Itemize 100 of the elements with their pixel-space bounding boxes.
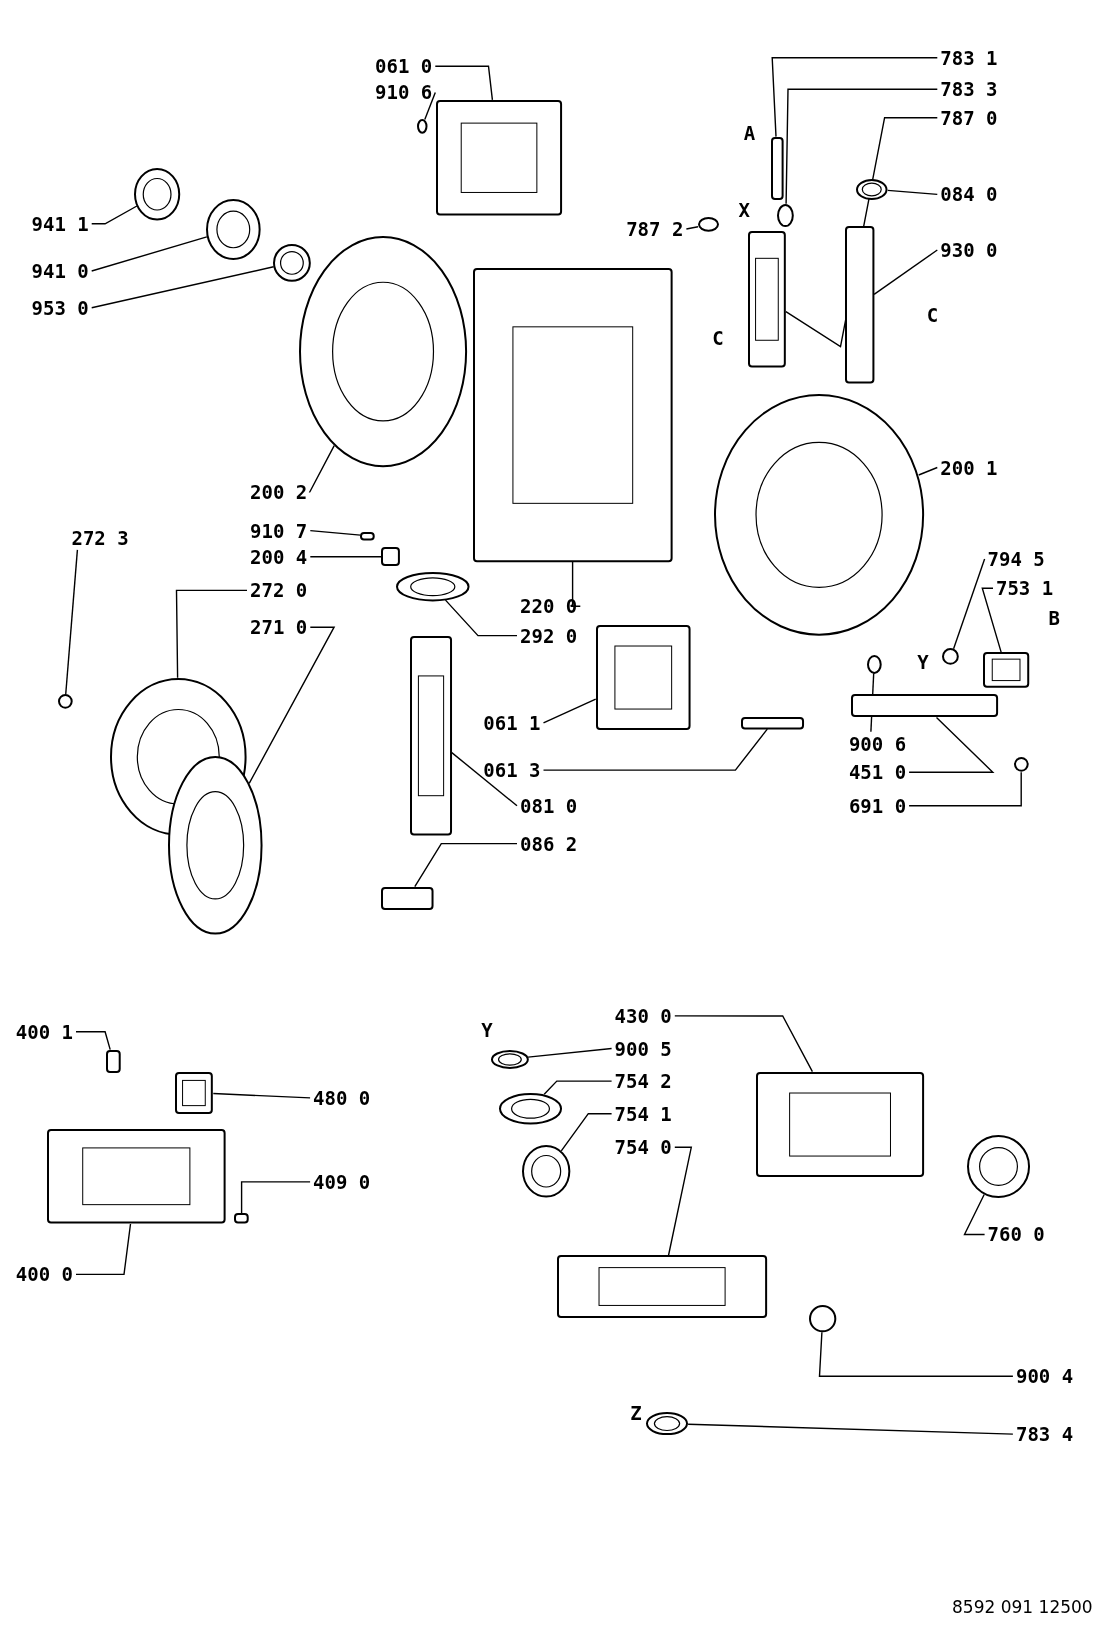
callout-number: 900 5	[614, 1037, 672, 1060]
leader-line	[309, 529, 362, 536]
filter-drawing	[966, 1134, 1030, 1198]
callout-number: 900 6	[848, 732, 907, 755]
callout-number: 754 2	[614, 1070, 672, 1093]
callout-number: 400 1	[15, 1020, 73, 1043]
bracket-drawing	[436, 99, 563, 216]
clip-drawing	[866, 654, 882, 674]
leader-line	[434, 65, 494, 101]
bolt-drawing	[740, 716, 804, 730]
callout-number: 480 0	[313, 1086, 371, 1109]
reference-letter: Y	[481, 1018, 493, 1041]
reference-letter: X	[738, 199, 751, 222]
callout-number: 910 6	[375, 81, 433, 104]
callout-number: 086 2	[520, 832, 578, 855]
callout-number: 753 1	[996, 577, 1054, 600]
leader-line	[542, 698, 597, 724]
ball-drawing	[522, 1145, 571, 1198]
hose-drawing	[556, 1255, 767, 1319]
callout-number: 292 0	[520, 624, 578, 647]
callout-number: 910 7	[250, 519, 308, 542]
ring-drawing	[697, 217, 719, 233]
leader-line	[543, 1080, 613, 1095]
callout-number: 081 0	[520, 794, 578, 817]
leader-line	[873, 249, 938, 296]
clip-drawing	[381, 547, 401, 567]
leader-line	[918, 466, 938, 476]
bracket-drawing	[381, 886, 434, 910]
tub-rear-drawing	[299, 236, 468, 468]
callout-number: 760 0	[987, 1223, 1045, 1246]
elbow-drawing	[856, 178, 888, 200]
pump-drawing	[756, 1071, 925, 1177]
heater-drawing	[851, 694, 999, 718]
callout-number: 409 0	[313, 1170, 371, 1193]
leader-line	[908, 771, 1022, 807]
leader-line	[91, 205, 138, 225]
bellows-drawing	[748, 231, 786, 368]
reference-letter: A	[743, 122, 756, 145]
callout-number: 783 3	[940, 78, 998, 101]
leader-line	[667, 1146, 693, 1257]
gasket-drawing	[396, 571, 470, 601]
leader-line	[91, 266, 275, 309]
leader-line	[424, 91, 436, 121]
drawing-number: 8592 091 12500	[952, 1597, 1093, 1618]
leader-line	[887, 189, 938, 196]
clip-drawing	[234, 1213, 249, 1224]
leader-line	[785, 88, 938, 205]
leader-line	[65, 549, 79, 696]
pin-drawing	[771, 136, 784, 200]
callout-number: 941 0	[31, 260, 89, 283]
reference-letter: B	[1048, 606, 1060, 629]
leader-line	[75, 1223, 132, 1276]
leader-line	[908, 716, 995, 773]
callout-number: 200 1	[940, 456, 998, 479]
screw-drawing	[417, 118, 428, 134]
leader-line	[308, 444, 335, 493]
callout-number: 691 0	[848, 794, 907, 817]
leader-line	[542, 728, 768, 771]
callout-number: 061 0	[375, 55, 433, 78]
leader-line	[451, 751, 518, 807]
seal-drawing	[273, 243, 311, 282]
ring-drawing	[490, 1049, 529, 1069]
callout-number: 451 0	[848, 761, 907, 784]
clamp-drawing	[808, 1304, 837, 1333]
leader-line	[527, 1047, 613, 1058]
plug-drawing	[106, 1049, 121, 1073]
drum-drawing	[472, 267, 673, 563]
belt-drawing	[168, 756, 263, 936]
leader-line	[240, 1181, 311, 1215]
leader-line	[75, 1031, 111, 1051]
callout-number: 794 5	[987, 547, 1045, 570]
leader-line	[674, 1015, 814, 1073]
leader-line	[414, 842, 518, 888]
callout-number: 787 0	[940, 106, 998, 129]
leader-line	[818, 1331, 1014, 1377]
counterweight-drawing	[595, 625, 691, 731]
motor-drawing	[47, 1129, 226, 1224]
leader-line	[571, 561, 581, 607]
callout-number: 900 4	[1015, 1365, 1074, 1388]
callout-number: 200 2	[250, 480, 308, 503]
callout-number: 930 0	[940, 239, 998, 262]
tub-front-drawing	[714, 393, 925, 636]
bearing-drawing	[134, 168, 181, 221]
leader-line	[444, 599, 518, 637]
ring-drawing	[942, 648, 960, 665]
reference-letter: C	[926, 304, 939, 327]
callout-number: 783 4	[1015, 1423, 1074, 1446]
seal-drawing	[499, 1092, 563, 1125]
callout-number: 754 0	[614, 1136, 672, 1159]
callout-number: 272 3	[71, 526, 129, 549]
leader-line	[687, 1423, 1014, 1435]
leader-line	[248, 626, 336, 785]
leader-line	[175, 589, 248, 679]
callout-number: 754 1	[614, 1102, 672, 1125]
connector-drawing	[175, 1071, 214, 1114]
nut-drawing	[57, 694, 73, 710]
leader-line	[560, 1113, 613, 1152]
callout-number: 084 0	[940, 183, 998, 206]
connector-drawing	[777, 203, 795, 227]
callout-number: 061 1	[483, 711, 541, 734]
